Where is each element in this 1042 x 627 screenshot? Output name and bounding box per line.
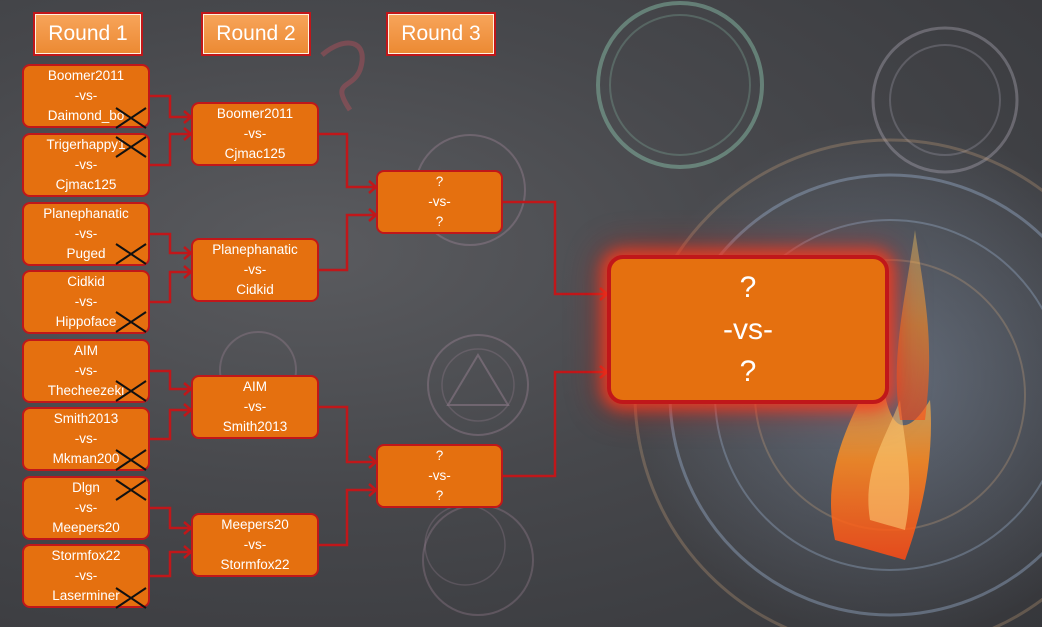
vs-label: -vs- [74, 88, 98, 103]
vs-label: -vs- [428, 194, 451, 209]
player-b: Meepers20 [52, 520, 120, 535]
connector-line [150, 132, 191, 167]
player-b: Thecheezeki [47, 383, 125, 398]
connector-line [319, 405, 376, 464]
vs-label: -vs- [74, 500, 98, 515]
x-mark-icon [115, 311, 147, 333]
player-b: Cjmac125 [224, 146, 286, 161]
player-a: Cidkid [67, 274, 105, 289]
player-b: Cjmac125 [55, 177, 117, 192]
player-a: Planephanatic [43, 206, 129, 221]
player-b: ? [435, 488, 444, 503]
r1-match-6: Smith2013 -vs- Mkman200 [22, 407, 150, 471]
player-b: Daimond_bo [47, 108, 125, 123]
player-a: Stormfox22 [51, 548, 121, 563]
connector-line [150, 270, 191, 304]
player-a: Dlgn [72, 480, 100, 495]
player-b: Puged [66, 246, 106, 261]
x-mark-icon [115, 479, 147, 501]
connector-line [150, 369, 191, 391]
connector-line [319, 132, 376, 189]
vs-label: -vs- [74, 363, 98, 378]
vs-label: -vs- [243, 126, 267, 141]
x-mark-icon [115, 449, 147, 471]
player-b: Cidkid [236, 282, 274, 297]
x-mark-icon [115, 107, 147, 129]
player-b: ? [435, 214, 444, 229]
r3-match-2: ? -vs- ? [376, 444, 503, 508]
player-a: Trigerhappy1 [46, 137, 126, 152]
vs-label: -vs- [74, 157, 98, 172]
player-a: Boomer2011 [47, 68, 125, 83]
player-a: Meepers20 [221, 517, 289, 532]
round-3-header: Round 3 [386, 12, 496, 56]
connector-line [150, 94, 191, 119]
r1-match-7: Dlgn -vs- Meepers20 [22, 476, 150, 540]
player-b: ? [739, 354, 757, 388]
vs-label: -vs- [428, 468, 451, 483]
connector-line [503, 200, 607, 296]
r1-match-1: Boomer2011 -vs- Daimond_bo [22, 64, 150, 128]
connector-line [150, 232, 191, 255]
vs-label: -vs- [74, 568, 98, 583]
player-a: ? [435, 448, 444, 463]
x-mark-icon [115, 587, 147, 609]
player-a: Planephanatic [212, 242, 298, 257]
vs-label: -vs- [243, 262, 267, 277]
x-mark-icon [115, 243, 147, 265]
player-a: Boomer2011 [216, 106, 294, 121]
player-b: Hippoface [55, 314, 117, 329]
player-a: ? [739, 270, 757, 304]
connector-line [150, 506, 191, 530]
vs-label: -vs- [243, 399, 267, 414]
connector-line [319, 213, 376, 272]
player-b: Stormfox22 [220, 557, 290, 572]
r2-match-2: Planephanatic -vs- Cidkid [191, 238, 319, 302]
player-a: AIM [242, 379, 267, 394]
connector-line [503, 370, 607, 478]
x-mark-icon [115, 136, 147, 158]
r3-match-1: ? -vs- ? [376, 170, 503, 234]
vs-label: -vs- [74, 226, 98, 241]
round-2-header: Round 2 [201, 12, 311, 56]
vs-label: -vs- [723, 312, 773, 346]
player-a: AIM [73, 343, 98, 358]
r2-match-4: Meepers20 -vs- Stormfox22 [191, 513, 319, 577]
r1-match-2: Trigerhappy1 -vs- Cjmac125 [22, 133, 150, 197]
x-mark-icon [115, 380, 147, 402]
r2-match-3: AIM -vs- Smith2013 [191, 375, 319, 439]
vs-label: -vs- [74, 294, 98, 309]
player-b: Laserminer [52, 588, 120, 603]
connector-line [319, 488, 376, 547]
player-b: Smith2013 [222, 419, 288, 434]
final-match: ? -vs- ? [607, 255, 889, 404]
vs-label: -vs- [74, 431, 98, 446]
vs-label: -vs- [243, 537, 267, 552]
connector-line [150, 550, 191, 578]
player-a: Smith2013 [53, 411, 119, 426]
r2-match-1: Boomer2011 -vs- Cjmac125 [191, 102, 319, 166]
player-b: Mkman200 [52, 451, 120, 466]
round-1-header: Round 1 [33, 12, 143, 56]
player-a: ? [435, 174, 444, 189]
connector-line [150, 408, 191, 441]
